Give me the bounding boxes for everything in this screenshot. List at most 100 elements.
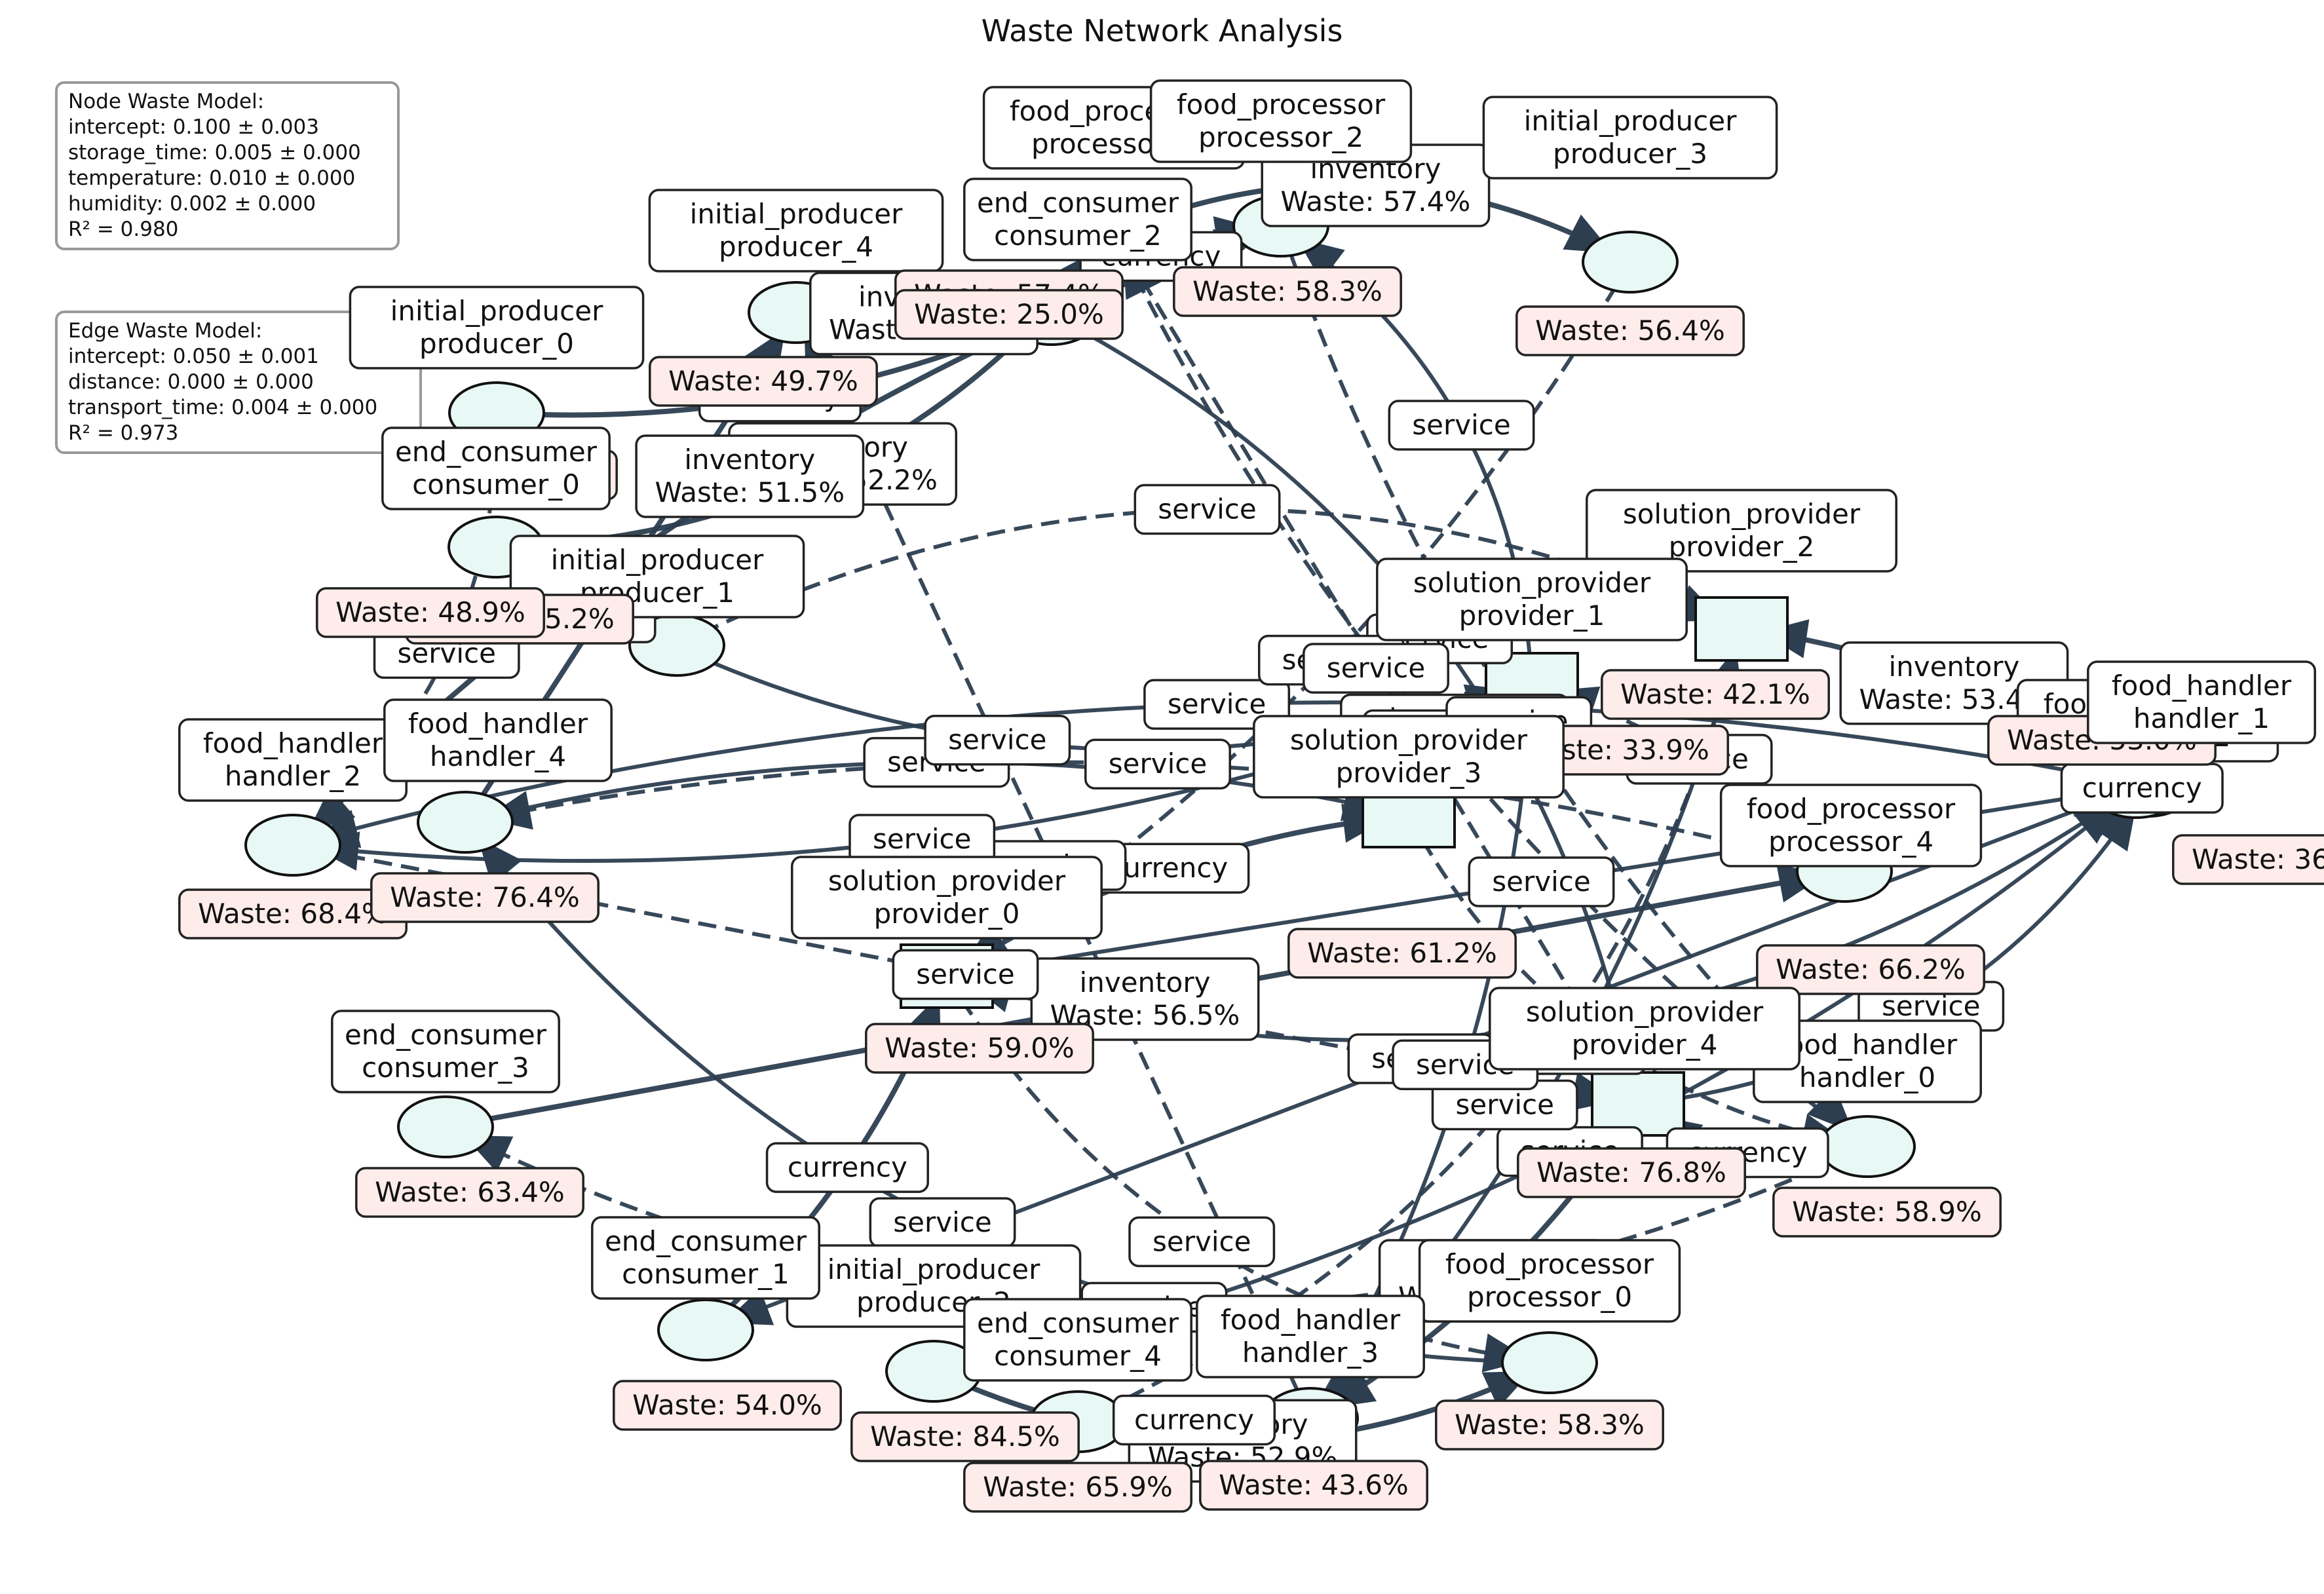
edge-label-service-text: service [873,823,971,855]
edge-label-service: service [1431,1079,1578,1131]
node-label-handler_1-box [2087,660,2316,744]
node-waste-handler_4: Waste: 76.4% [370,872,600,923]
edge-label-inventory-text: Waste: 57.4% [1281,185,1471,218]
node-waste-handler_3-text: Waste: 43.6% [1219,1469,1409,1501]
node-label-producer_3-text: producer_3 [1553,138,1707,170]
edge-label-service-text: service [1882,990,1980,1022]
node-label-provider_4-text: provider_4 [1572,1029,1718,1061]
node-waste-consumer_1-box [613,1380,842,1431]
edge-label-service-box [1128,1216,1276,1268]
node-processor_0[interactable] [1501,1331,1598,1394]
node-waste-consumer_1-text: Waste: 54.0% [632,1389,822,1421]
edge-label-service-box [892,949,1039,1000]
node-waste-provider_0: Waste: 59.0% [865,1023,1094,1074]
node-waste-consumer_1: Waste: 54.0% [613,1380,842,1431]
node-label-provider_1-text: solution_provider [1413,567,1651,599]
edge-label-service-box [1143,679,1291,730]
edge-label-service-text: service [1327,652,1425,684]
node-waste-provider_0-text: Waste: 59.0% [885,1032,1075,1064]
node-consumer_1[interactable] [657,1299,754,1361]
edge-label-service: service [1143,679,1291,730]
edge-model-line: R² = 0.973 [68,421,179,445]
edge-label-service-box [1388,400,1535,451]
node-label-consumer_4-box [963,1298,1192,1382]
node-label-consumer_2-text: end_consumer [977,187,1179,219]
node-waste-consumer_3-text: Waste: 63.4% [375,1176,565,1208]
node-label-provider_4-text: solution_provider [1526,996,1764,1028]
node-provider_2[interactable] [1694,596,1789,662]
node-waste-processor_2-text: Waste: 58.3% [1192,275,1382,307]
node-waste-processor_2-box [1173,266,1402,317]
node-waste-processor_2: Waste: 58.3% [1173,266,1402,317]
edge-label-service: service [892,949,1039,1000]
node-waste-consumer_3: Waste: 63.4% [355,1167,584,1218]
node-waste-processor_4-text: Waste: 66.2% [1776,953,1966,985]
node-handler_2[interactable] [244,814,341,877]
node-waste-producer_3: Waste: 56.4% [1515,305,1745,356]
node-label-handler_3-box [1196,1295,1425,1378]
node-label-provider_0-box [791,856,1103,939]
node-waste-producer_2-box [850,1411,1080,1462]
node-label-consumer_1-box [591,1216,820,1300]
node-label-producer_3-text: initial_producer [1524,105,1737,137]
edge-label-service-text: service [1455,1089,1553,1121]
edge-label-currency-text: currency [1108,852,1228,884]
node-waste-processor_0: Waste: 58.3% [1435,1399,1664,1451]
node-model-heading: Node Waste Model: [68,90,265,113]
node-waste-handler_4-text: Waste: 76.4% [390,881,580,913]
node-label-processor_2-text: processor_2 [1198,121,1363,153]
edge-label-service-text: service [916,958,1014,991]
node-label-provider_2-text: solution_provider [1623,498,1861,530]
node-label-provider_4-box [1489,987,1800,1071]
node-handler_0[interactable] [1819,1115,1916,1178]
node-label-consumer_2-text: consumer_2 [994,219,1162,252]
edge-model-line: transport_time: 0.004 ± 0.000 [68,396,378,419]
node-producer_3[interactable] [1582,231,1679,294]
node-waste-provider_4-box [1517,1147,1746,1198]
node-waste-producer_3-box [1515,305,1745,356]
node-label-handler_3-text: food_handler [1221,1304,1401,1336]
node-consumer_3[interactable] [397,1095,494,1158]
edge-label-service-text: service [893,1206,991,1238]
node-waste-provider_4: Waste: 76.8% [1517,1147,1746,1198]
edge-label-service-text: service [1158,493,1256,525]
node-label-producer_4-text: producer_4 [719,231,873,263]
edge-model-line: distance: 0.000 ± 0.000 [68,370,314,394]
edge-label-inventory-text: Waste: 51.5% [655,476,845,508]
node-provider_4[interactable] [1591,1071,1685,1137]
node-waste-consumer_2: Waste: 25.0% [894,289,1124,340]
edge-label-currency: currency [1112,1394,1276,1446]
node-waste-handler_2-text: Waste: 68.4% [198,898,388,930]
edge-label-inventory-text: inventory [1888,651,2019,683]
node-handler_4[interactable] [417,791,514,854]
edge-label-service: service [1128,1216,1276,1268]
edge-label-service-text: service [1109,748,1207,780]
node-model-line: storage_time: 0.005 ± 0.000 [68,141,361,164]
edge-label-service-text: service [1152,1225,1251,1257]
node-waste-consumer_2-text: Waste: 25.0% [914,298,1104,330]
edge-label-currency: currency [1086,843,1250,894]
node-waste-processor_4: Waste: 66.2% [1756,944,1985,995]
node-waste-processor_0-box [1435,1399,1664,1451]
node-waste-consumer_4-box [963,1462,1192,1513]
edge-label-inventory-text: inventory [684,444,815,476]
edge-label-service-box [1468,856,1615,907]
node-waste-provider_2: Waste: 42.1% [1601,669,1830,720]
node-waste-handler_0: Waste: 58.9% [1772,1186,2002,1238]
edge-label-service: service [1133,484,1281,535]
node-label-provider_0-text: solution_provider [828,865,1066,897]
node-waste-handler_3-box [1199,1460,1428,1511]
node-label-handler_2-text: handler_2 [225,760,361,792]
edge-label-service: service [848,814,996,865]
node-label-processor_2-box [1149,79,1413,163]
node-label-processor_0-text: processor_0 [1467,1281,1632,1313]
